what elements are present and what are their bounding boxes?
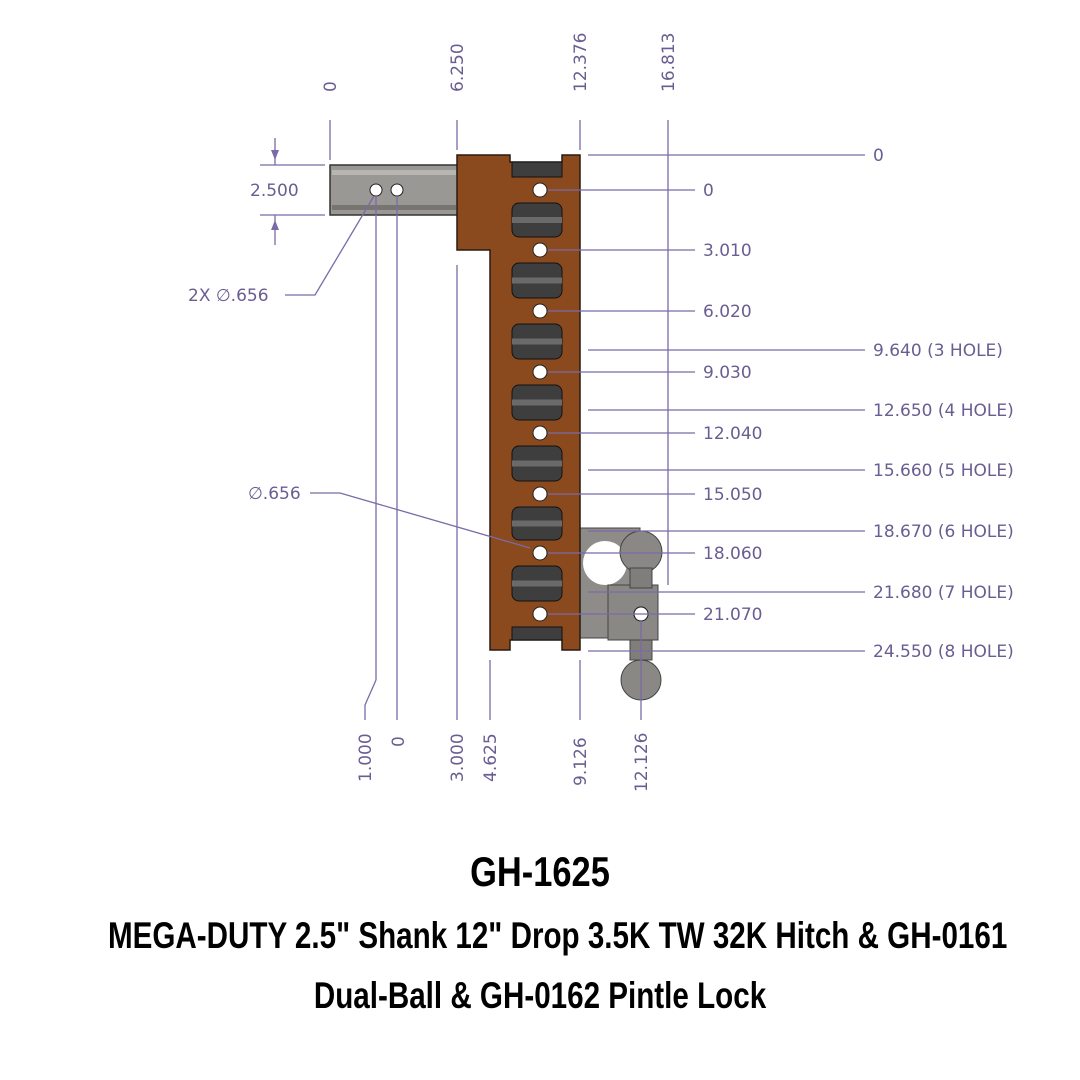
hitch-hole: [532, 364, 548, 380]
bottom-dim-label: 3.000: [448, 733, 468, 782]
hitch-hole: [532, 303, 548, 319]
shank-hole: [390, 183, 404, 197]
slot-rib: [512, 217, 562, 223]
product-title-line1: MEGA-DUTY 2.5" Shank 12" Drop 3.5K TW 32…: [108, 915, 1008, 956]
hole-dim-label: 0: [703, 181, 714, 201]
hole-dim-label: 18.060: [703, 544, 762, 564]
slot-rib: [512, 460, 562, 467]
bottom-dim-label: 12.126: [632, 733, 652, 792]
position-dim-label: 15.660 (5 HOLE): [873, 461, 1014, 481]
hitch-hole: [532, 182, 548, 198]
top-dim-label: 16.813: [659, 33, 679, 92]
position-dim-label: 0: [873, 146, 884, 166]
slot-rib: [512, 520, 562, 527]
hitch-holes: [532, 182, 548, 622]
hitch-hole: [532, 545, 548, 561]
hole-dim-label: 15.050: [703, 485, 762, 505]
slot-rib: [512, 277, 562, 284]
hitch-slots: [511, 161, 563, 641]
slot: [511, 626, 563, 641]
bottom-dim-label: 4.625: [481, 733, 501, 782]
hole-note: ∅.656: [248, 484, 301, 504]
hole-dim-label: 21.070: [703, 605, 762, 625]
slot-rib: [512, 580, 562, 587]
position-dim-label: 21.680 (7 HOLE): [873, 583, 1014, 603]
hole-dimension-lines: [548, 189, 695, 615]
ball-mount: [579, 527, 663, 701]
hitch-hole: [532, 425, 548, 441]
product-title-line2: Dual-Ball & GH-0162 Pintle Lock: [313, 975, 767, 1016]
hitch-hole: [532, 242, 548, 258]
hole-dim-label: 9.030: [703, 363, 752, 383]
hole-dim-label: 12.040: [703, 424, 762, 444]
hole-dim-label: 3.010: [703, 241, 752, 261]
top-dim-label: 6.250: [448, 43, 468, 92]
shank-holes-note: 2X ∅.656: [188, 286, 269, 306]
position-dimension-lines: [588, 154, 865, 652]
position-dim-label: 12.650 (4 HOLE): [873, 401, 1014, 421]
top-dim-label: 0: [321, 81, 341, 92]
bottom-dim-label: 0: [389, 736, 409, 747]
technical-drawing: 0 6.250 12.376 16.813 1.000 0 3.000 4.62…: [188, 33, 1014, 792]
shank-shadow: [332, 205, 456, 210]
hitch-hole: [532, 606, 548, 622]
shank-highlight: [332, 170, 456, 175]
slot-rib: [512, 399, 562, 406]
position-dim-label: 24.550 (8 HOLE): [873, 642, 1014, 662]
position-dim-label: 18.670 (6 HOLE): [873, 522, 1014, 542]
bottom-dim-label: 1.000: [356, 733, 376, 782]
bottom-dim-label: 9.126: [571, 737, 591, 786]
slot: [511, 161, 563, 178]
position-dim-label: 9.640 (3 HOLE): [873, 341, 1003, 361]
hole-dim-label: 6.020: [703, 302, 752, 322]
shank-height-label: 2.500: [250, 181, 299, 201]
shank-hole: [369, 183, 383, 197]
part-number: GH-1625: [470, 848, 610, 895]
hitch-hole: [532, 486, 548, 502]
dimension-lines: [260, 120, 669, 720]
slot-rib: [512, 338, 562, 345]
top-dim-label: 12.376: [571, 33, 591, 92]
